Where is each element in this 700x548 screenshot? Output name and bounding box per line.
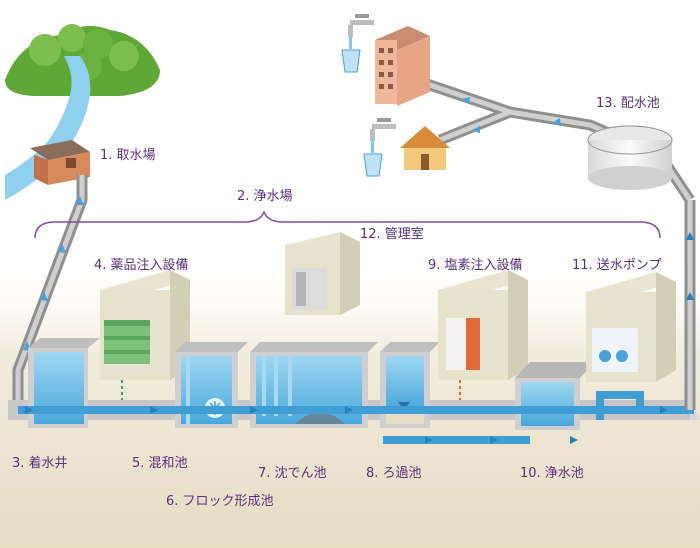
control-room-icon — [285, 232, 360, 315]
label-plant: 2. 浄水場 — [237, 189, 293, 204]
label-filter-basin: 8. ろ過池 — [366, 466, 422, 481]
label-intake: 1. 取水場 — [100, 148, 156, 163]
label-pump: 11. 送水ポンプ — [572, 258, 662, 273]
label-receiving-well: 3. 着水井 — [12, 456, 68, 471]
label-sedimentation-basin: 7. 沈でん池 — [258, 466, 327, 481]
label-distribution-reservoir: 13. 配水池 — [596, 96, 660, 111]
clean-water-reservoir — [515, 362, 595, 430]
house-icon — [400, 126, 450, 170]
label-chemical-injection: 4. 薬品注入設備 — [94, 258, 189, 273]
faucet-icon — [363, 118, 396, 177]
river-icon — [5, 56, 91, 200]
chlorine-building-icon — [438, 270, 528, 380]
mixing-basin — [175, 342, 248, 428]
filter-basin — [380, 342, 440, 428]
reservoir-tank-icon — [587, 125, 673, 190]
label-mixing-basin: 5. 混和池 — [132, 456, 188, 471]
apartment-building-icon — [375, 26, 430, 106]
label-floc-basin: 6. フロック形成池 — [166, 494, 274, 509]
plant-bracket — [34, 209, 661, 239]
label-clean-water-reservoir: 10. 浄水池 — [520, 466, 584, 481]
pump-building-icon — [586, 272, 676, 382]
faucet-icon — [341, 14, 374, 73]
channel-flow-arrows — [25, 406, 668, 444]
receiving-well-basin — [28, 338, 100, 428]
sedimentation-basin — [250, 342, 378, 428]
label-control-room: 12. 管理室 — [360, 227, 424, 242]
label-chlorine-injection: 9. 塩素注入設備 — [428, 258, 523, 273]
distribution-flow-arrows — [462, 97, 561, 133]
